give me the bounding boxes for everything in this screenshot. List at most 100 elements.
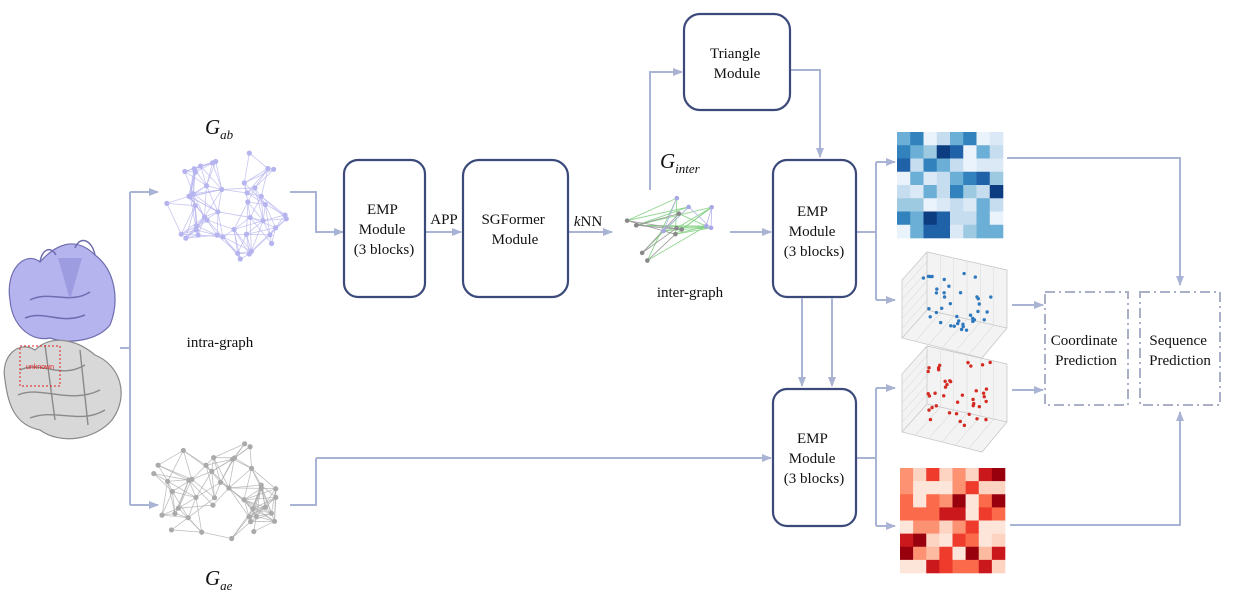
graph-edge (247, 201, 266, 205)
scatter-point (958, 419, 962, 424)
cube-frame (901, 251, 1008, 359)
graph-edge (228, 468, 252, 489)
inter-edge (636, 206, 712, 226)
graph-edge (211, 471, 215, 498)
inter-node-ae (676, 211, 682, 216)
graph-edge (246, 220, 264, 235)
scatter-point (933, 391, 937, 395)
cube-edge (901, 403, 928, 433)
cube-gridline (955, 321, 981, 352)
graph-node (201, 214, 208, 220)
scatter-point (948, 379, 952, 383)
graph-edge (233, 217, 251, 230)
scatter-point (927, 408, 931, 412)
heatmap-cell (976, 185, 991, 199)
graph-ae (151, 441, 279, 542)
graph-node (268, 510, 275, 516)
graph-edge (251, 468, 277, 490)
graph-edge (157, 464, 192, 480)
graph-node (246, 514, 252, 520)
cube-gridline (928, 315, 954, 345)
scatter-point (984, 417, 988, 422)
graph-edge (216, 234, 238, 254)
graph-node (197, 163, 204, 169)
graph-node (250, 506, 256, 512)
graph-node (235, 250, 241, 256)
heatmap-cell (950, 158, 964, 173)
graph-edge (211, 458, 233, 472)
graph-edge (231, 521, 251, 539)
heatmap-cell (900, 559, 914, 574)
graph-node (155, 462, 161, 468)
graph-node (178, 231, 184, 237)
graph-edge (195, 497, 203, 533)
graph-edge (264, 204, 276, 228)
heatmap-cell (978, 559, 993, 574)
heatmap-cell (926, 559, 940, 574)
graph-edge (233, 220, 264, 230)
graph-node (248, 465, 255, 471)
graph-node (273, 494, 279, 500)
heatmap-cell (991, 520, 1006, 534)
heatmap-cell (965, 507, 980, 521)
scatter-point (984, 399, 988, 404)
graph-node (209, 160, 216, 166)
scatter-point (964, 328, 969, 332)
heatmap-cell (897, 158, 911, 173)
scatter-point (934, 310, 939, 315)
cube-gridline (968, 418, 994, 449)
heatmap-cell (926, 520, 940, 534)
graph-node (260, 218, 266, 224)
scatter-point (962, 271, 966, 276)
cube-gridline (901, 280, 928, 310)
heatmap-cell (991, 559, 1006, 574)
graph-node (230, 456, 236, 462)
graph-edge (171, 517, 189, 531)
graph-edge (217, 211, 251, 218)
heatmap-cell (963, 171, 977, 186)
graph-edge (187, 497, 197, 518)
knn-label: kNN (574, 214, 603, 230)
heatmap-cell (939, 468, 953, 482)
graph-edge (204, 189, 223, 218)
heatmap-cell (936, 158, 951, 173)
graph-node (243, 231, 250, 237)
heatmap-cell (923, 132, 938, 146)
heatmap-cell (923, 158, 938, 173)
graph-node (193, 227, 199, 233)
graph-edge (211, 471, 230, 489)
graph-edge (178, 497, 197, 509)
graph-edge (221, 189, 248, 194)
inter-edge (676, 206, 712, 229)
heatmap-cell (926, 546, 940, 561)
heatmap-cell (926, 533, 940, 548)
scatter-point (972, 318, 977, 322)
heatmap-cell (963, 198, 977, 212)
scatter3d-red (901, 345, 1008, 453)
graph-edge (206, 185, 222, 190)
graph-edge (249, 217, 252, 252)
graph-node (186, 193, 192, 199)
inter-node-ae (645, 258, 650, 263)
scatter-point (955, 314, 959, 319)
cube-gridline (901, 394, 928, 423)
unknown-region-box (19, 345, 61, 387)
graph-edge (252, 497, 276, 510)
intra-edge (663, 197, 678, 232)
graph-edge (216, 211, 219, 236)
graph-node (246, 150, 252, 156)
heatmap-cell (939, 520, 953, 534)
graph-node (182, 168, 188, 175)
heatmap-cell (978, 520, 993, 534)
heatmap-cell (965, 481, 980, 495)
heatmap-cell (950, 185, 964, 199)
heatmap-cell (897, 145, 911, 159)
heatmap-cell (939, 507, 953, 521)
sgformer-module: SGFormer Module (461, 158, 570, 299)
heatmap-cell (923, 185, 938, 199)
scatter-point (980, 363, 985, 367)
heatmap-cell (900, 481, 914, 495)
graph-edge (252, 508, 272, 514)
heatmap-cell (910, 211, 924, 226)
heatmap-cell (913, 494, 927, 508)
